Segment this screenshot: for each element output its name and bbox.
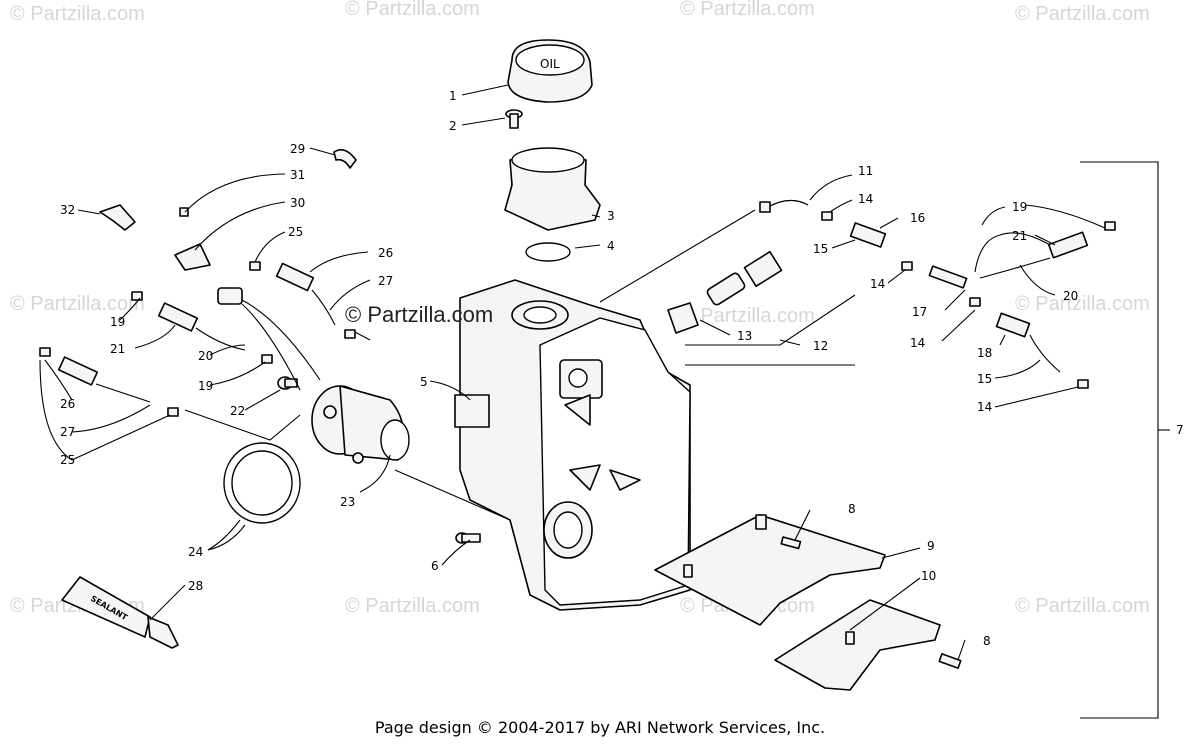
cap-text: OIL (540, 57, 560, 71)
bracket-7 (1080, 161, 1159, 719)
callout-21: 21 (110, 342, 125, 356)
callout-14: 14 (858, 192, 873, 206)
callout-25: 25 (288, 225, 303, 239)
o-ring-large-inner (231, 450, 293, 516)
callout-19: 19 (110, 315, 125, 329)
callout-3: 3 (607, 209, 615, 223)
callout-12: 12 (813, 339, 828, 353)
strainer-plate (654, 514, 941, 691)
callout-14: 14 (977, 400, 992, 414)
watermark: © Partzilla.com (10, 3, 145, 25)
callout-8: 8 (848, 502, 856, 516)
callout-20: 20 (1063, 289, 1078, 303)
watermark: © Partzilla.com (680, 305, 815, 327)
oil-cap: OIL (507, 39, 593, 103)
callout-13: 13 (737, 329, 752, 343)
callout-10: 10 (921, 569, 936, 583)
callout-9: 9 (927, 539, 935, 553)
callout-15: 15 (977, 372, 992, 386)
watermark: © Partzilla.com (680, 0, 815, 20)
leader-lines (39, 84, 1106, 661)
callout-25: 25 (60, 453, 75, 467)
callout-21: 21 (1012, 229, 1027, 243)
callout-2: 2 (449, 119, 457, 133)
callout-27: 27 (378, 274, 393, 288)
watermark: © Partzilla.com (1015, 595, 1150, 617)
callout-14: 14 (870, 277, 885, 291)
watermark: © Partzilla.com (10, 293, 145, 315)
screw (505, 109, 523, 129)
callout-16: 16 (910, 211, 925, 225)
screw (455, 532, 481, 544)
hose-right-group (767, 199, 1089, 373)
hose-left-group (57, 262, 336, 403)
callout-8: 8 (983, 634, 991, 648)
footer-copyright: Page design © 2004-2017 by ARI Network S… (374, 718, 826, 737)
callout-18: 18 (977, 346, 992, 360)
callout-5: 5 (420, 375, 428, 389)
callout-19: 19 (1012, 200, 1027, 214)
callout-29: 29 (290, 142, 305, 156)
watermark-main: © Partzilla.com (345, 302, 493, 327)
callout-20: 20 (198, 349, 213, 363)
callout-19: 19 (198, 379, 213, 393)
callout-7: 7 (1176, 423, 1184, 437)
callout-11: 11 (858, 164, 873, 178)
callout-26: 26 (378, 246, 393, 260)
screw (938, 653, 962, 669)
callouts: 1 2 3 4 5 6 7 8 8 9 10 11 12 13 14 14 14… (60, 89, 1184, 648)
callout-30: 30 (290, 196, 305, 210)
callout-4: 4 (607, 239, 615, 253)
filler-neck (504, 147, 601, 231)
callout-31: 31 (290, 168, 305, 182)
watermark: © Partzilla.com (1015, 3, 1150, 25)
callout-23: 23 (340, 495, 355, 509)
callout-17: 17 (912, 305, 927, 319)
callout-26: 26 (60, 397, 75, 411)
clamps (39, 149, 1116, 417)
callout-22: 22 (230, 404, 245, 418)
callout-14: 14 (910, 336, 925, 350)
oil-pump (311, 385, 410, 464)
watermark: © Partzilla.com (345, 0, 480, 20)
screw (780, 536, 802, 550)
callout-1: 1 (449, 89, 457, 103)
watermark: © Partzilla.com (1015, 293, 1150, 315)
o-ring (525, 242, 571, 262)
callout-15: 15 (813, 242, 828, 256)
oil-level-sensor (667, 250, 783, 334)
watermark: © Partzilla.com (345, 595, 480, 617)
callout-24: 24 (188, 545, 203, 559)
screw (277, 376, 298, 390)
callout-28: 28 (188, 579, 203, 593)
oil-tank (454, 279, 691, 611)
callout-32: 32 (60, 203, 75, 217)
callout-6: 6 (431, 559, 439, 573)
callout-27: 27 (60, 425, 75, 439)
